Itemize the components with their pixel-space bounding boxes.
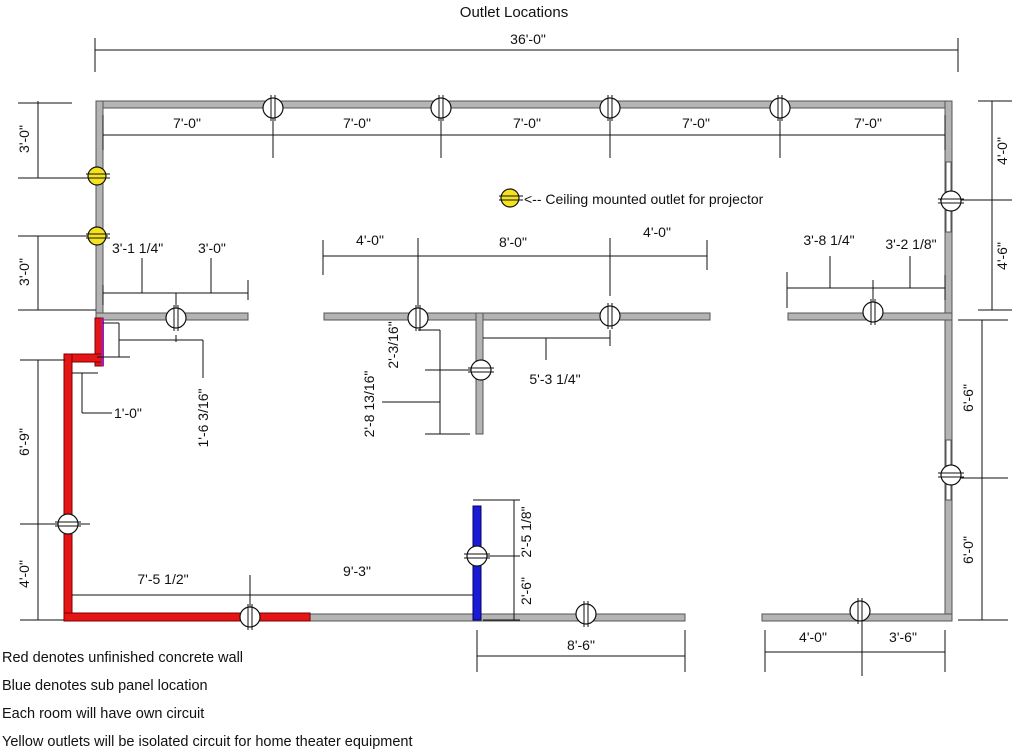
dim-mid-3: 4'-0" xyxy=(643,224,671,240)
diagram-title: Outlet Locations xyxy=(460,4,568,21)
dim-br-2: 3'-6" xyxy=(889,629,917,645)
concrete-wall-joint xyxy=(101,318,104,366)
dim-left-upper: 3'-0" xyxy=(16,125,32,153)
dim-bot-8-6: 8'-6" xyxy=(567,637,595,653)
outlet-mid-3 xyxy=(467,359,495,381)
dim-left-lower: 3'-0" xyxy=(16,258,32,286)
dim-blue-2: 2'-6" xyxy=(518,577,534,605)
outlet-bottom-2 xyxy=(575,600,597,628)
dimension-labels: 7'-0" 7'-0" 7'-0" 7'-0" 7'-0" 3'-0" 3'-0… xyxy=(16,115,1010,653)
dim-top-3: 7'-0" xyxy=(513,115,541,131)
outlet-top-3 xyxy=(599,94,621,122)
concrete-wall xyxy=(63,317,311,622)
dim-blue-1: 2'-5 1/8" xyxy=(518,506,534,557)
outlet-top-2 xyxy=(430,94,452,122)
dim-right-4-6: 4'-6" xyxy=(994,242,1010,270)
dim-mid-1: 4'-0" xyxy=(356,232,384,248)
note-yellow-outlets: Yellow outlets will be isolated circuit … xyxy=(2,734,413,750)
dim-right-6-6: 6'-6" xyxy=(960,384,976,412)
dim-right-4-0: 4'-0" xyxy=(994,137,1010,165)
note-concrete-wall: Red denotes unfinished concrete wall xyxy=(2,650,244,666)
dim-top-2: 7'-0" xyxy=(343,115,371,131)
dim-left-4-0: 4'-0" xyxy=(16,560,32,588)
dim-lw-offset: 1'-0" xyxy=(114,405,142,421)
dim-rw-2: 3'-2 1/8" xyxy=(885,236,936,252)
dim-top-1: 7'-0" xyxy=(173,115,201,131)
overall-dimension xyxy=(94,38,959,72)
outlet-right-wall xyxy=(862,298,884,326)
outlets xyxy=(54,94,965,631)
dim-lw-drop: 1'-6 3/16" xyxy=(195,388,211,447)
note-sub-panel: Blue denotes sub panel location xyxy=(2,678,208,694)
outlet-right-1 xyxy=(937,190,965,212)
dimension-lines xyxy=(18,100,1012,676)
dim-mid-2: 8'-0" xyxy=(499,234,527,250)
note-circuit: Each room will have own circuit xyxy=(2,706,205,722)
dim-bot-1: 7'-5 1/2" xyxy=(137,571,188,587)
dim-mid-v2: 2'-8 13/16" xyxy=(361,371,377,438)
dim-lw-1: 3'-1 1/4" xyxy=(112,240,163,256)
legend-ceiling-outlet-icon xyxy=(498,188,524,208)
outlet-left-concrete xyxy=(54,513,82,535)
ceiling-outlet-2 xyxy=(85,226,111,246)
dim-left-6-9: 6'-9" xyxy=(16,428,32,456)
dim-lw-2: 3'-0" xyxy=(198,240,226,256)
dim-mid-h: 5'-3 1/4" xyxy=(529,371,580,387)
dim-top-5: 7'-0" xyxy=(854,115,882,131)
dim-rw-1: 3'-8 1/4" xyxy=(803,232,854,248)
outlet-sub-panel xyxy=(463,545,491,567)
outlet-top-4 xyxy=(769,94,791,122)
outlet-top-1 xyxy=(262,94,284,122)
dim-bot-2: 9'-3" xyxy=(343,563,371,579)
dim-mid-v1: 2'-3/16" xyxy=(385,321,401,368)
outlet-right-2 xyxy=(937,464,965,486)
dim-br-1: 4'-0" xyxy=(799,629,827,645)
dim-top-4: 7'-0" xyxy=(682,115,710,131)
outlet-mid-2 xyxy=(599,302,621,330)
legend-ceiling-outlet-text: <-- Ceiling mounted outlet for projector xyxy=(524,191,764,207)
ceiling-outlet-1 xyxy=(85,166,111,186)
outlet-left-wall xyxy=(165,304,187,332)
outlet-bottom-1 xyxy=(239,603,261,631)
outlet-mid-1 xyxy=(407,304,429,332)
dim-right-6-0: 6'-0" xyxy=(960,536,976,564)
dim-overall: 36'-0" xyxy=(510,31,546,47)
